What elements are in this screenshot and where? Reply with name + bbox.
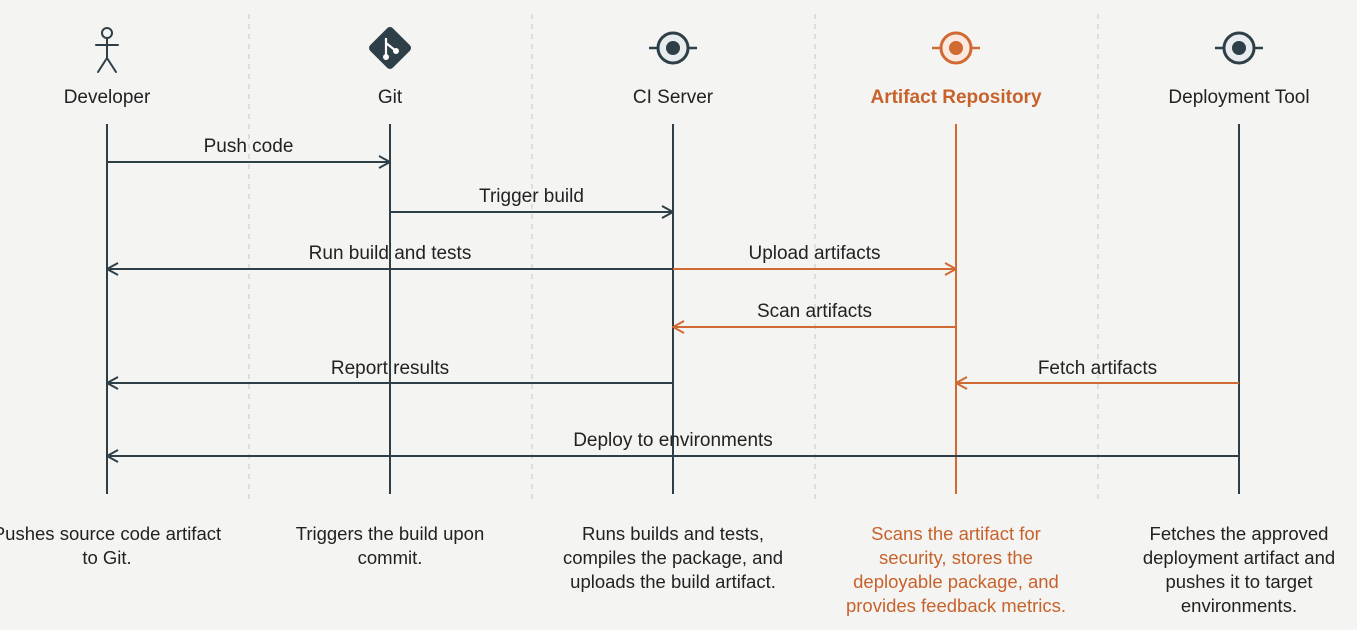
actor-labels: Developer Git CI Server Artifact Repository…: [64, 87, 1310, 108]
message-label: Scan artifacts: [757, 301, 872, 322]
lifelines: [106, 124, 1240, 494]
message-3: Run build and tests: [106, 243, 673, 276]
message-label: Upload artifacts: [748, 243, 880, 264]
message-2: Trigger build: [390, 186, 674, 219]
message-6: Report results: [106, 358, 673, 390]
arrowhead: [106, 449, 119, 463]
message-label: Deploy to environments: [573, 430, 773, 451]
message-label: Push code: [204, 136, 294, 157]
message-7: Fetch artifacts: [955, 358, 1239, 390]
actor-label-git: Git: [378, 87, 403, 108]
message-label: Report results: [331, 358, 449, 379]
actor-label-developer: Developer: [64, 87, 151, 108]
actor-label-ci: CI Server: [633, 87, 714, 108]
arrowhead: [955, 376, 968, 390]
message-label: Run build and tests: [309, 243, 472, 264]
arrowhead: [106, 262, 119, 276]
description-ci: Runs builds and tests, compiles the pack…: [562, 523, 784, 592]
git-icon: [369, 27, 411, 69]
dashed-separators: [248, 14, 1099, 500]
person-icon: [95, 27, 119, 73]
message-8: Deploy to environments: [106, 430, 1239, 463]
arrowhead: [106, 376, 119, 390]
message-label: Trigger build: [479, 186, 584, 207]
actor-label-repo: Artifact Repository: [870, 87, 1041, 108]
message-1: Push code: [107, 136, 391, 169]
arrowhead: [672, 320, 685, 334]
deployment-tool-icon: [1215, 31, 1263, 65]
actor-label-deploy: Deployment Tool: [1168, 87, 1309, 108]
description-deploy: Fetches the approved deployment artifact…: [1142, 523, 1336, 616]
description-developer: Pushes source code artifact to Git.: [0, 523, 222, 568]
actor-icons: [95, 27, 1263, 73]
arrowhead: [378, 155, 391, 169]
description-git: Triggers the build upon commit.: [295, 523, 485, 568]
message-label: Fetch artifacts: [1038, 358, 1157, 379]
message-4: Upload artifacts: [673, 243, 957, 276]
arrowhead: [661, 205, 674, 219]
arrowhead: [944, 262, 957, 276]
description-repo: Scans the artifact for security, stores …: [845, 523, 1067, 616]
artifact-repository-icon: [932, 31, 980, 65]
message-5: Scan artifacts: [672, 301, 956, 334]
ci-server-icon: [649, 31, 697, 65]
